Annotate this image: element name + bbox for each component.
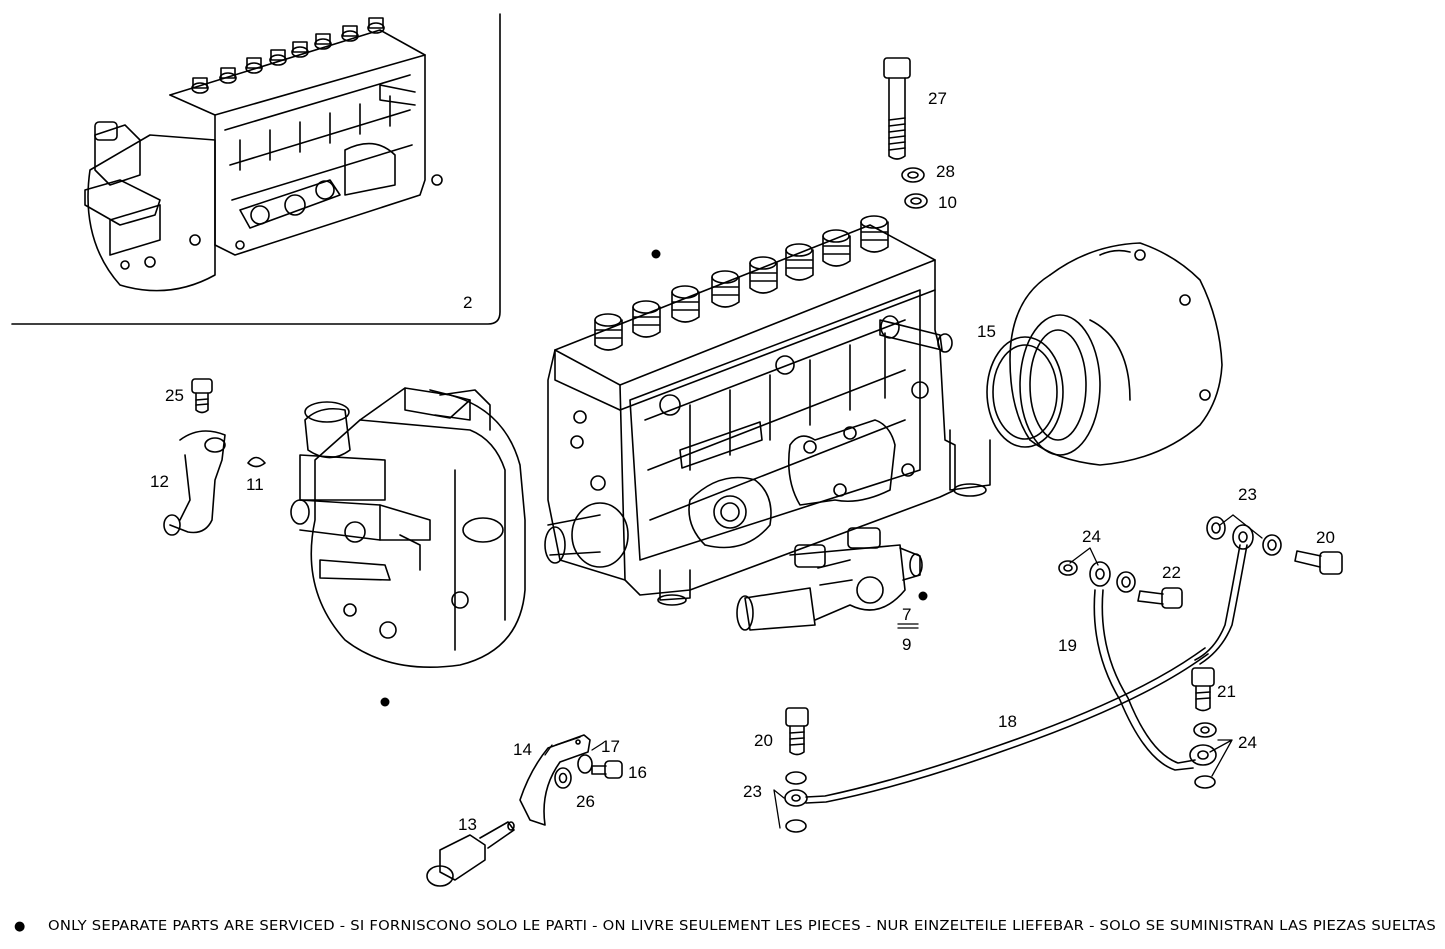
- callout-20-lower: 20: [754, 731, 773, 750]
- part-20-bolt-lower: [786, 708, 808, 755]
- callout-labels: 2 27 28 10 15 25 12 11 7 9 23 20 24 22 1…: [150, 89, 1335, 834]
- part-27-bolt: [884, 58, 910, 159]
- part-18-fuel-line: [806, 648, 1208, 803]
- callout-22: 22: [1162, 563, 1181, 582]
- callout-23-upper: 23: [1238, 485, 1257, 504]
- callout-18: 18: [998, 712, 1017, 731]
- callout-24-upper: 24: [1082, 527, 1101, 546]
- part-28-washer: [902, 168, 924, 182]
- part-15-seal-ring: [987, 337, 1063, 447]
- callout-10: 10: [938, 193, 957, 212]
- callout-20-upper: 20: [1316, 528, 1335, 547]
- delivery-valve-holders: [595, 216, 888, 350]
- part-13-sensor: [427, 822, 514, 886]
- callout-12: 12: [150, 472, 169, 491]
- part-23-fitting-lower: [785, 772, 807, 832]
- part-17-washer: [578, 755, 592, 773]
- callout-15: 15: [977, 322, 996, 341]
- callout-11: 11: [246, 475, 264, 494]
- callout-24-lower: 24: [1238, 733, 1257, 752]
- callout-13: 13: [458, 815, 477, 834]
- part-11-key: [248, 458, 265, 467]
- part-15-housing: [1010, 243, 1222, 465]
- callout-26: 26: [576, 792, 595, 811]
- part-16-screw: [592, 761, 622, 778]
- assembled-pump-illustration: [85, 18, 442, 291]
- part-7-9-valve-body: [737, 528, 922, 630]
- part-24-fitting-lower: [1190, 723, 1216, 788]
- part-24-fitting-upper: [1059, 561, 1135, 592]
- part-10-washer: [905, 194, 927, 208]
- callout-14: 14: [513, 740, 532, 759]
- part-26-washer: [555, 768, 571, 788]
- service-dot: [380, 697, 390, 707]
- callout-2: 2: [463, 293, 472, 312]
- inset-frame: [12, 14, 500, 324]
- service-dot: [918, 591, 928, 601]
- governor-housing: [291, 388, 525, 667]
- footnote: ● ONLY SEPARATE PARTS ARE SERVICED - SI …: [14, 919, 1436, 934]
- callout-23-lower: 23: [743, 782, 762, 801]
- service-dots: [380, 249, 928, 707]
- callout-17: 17: [601, 737, 620, 756]
- part-20-bolt-upper: [1295, 551, 1342, 574]
- part-21-bolt: [1192, 668, 1214, 711]
- callout-7: 7: [902, 605, 911, 624]
- part-14-bracket: [520, 735, 590, 825]
- callout-16: 16: [628, 763, 647, 782]
- callout-25: 25: [165, 386, 184, 405]
- callout-28: 28: [936, 162, 955, 181]
- leader-lines: [545, 515, 1262, 828]
- footnote-bullet: ●: [14, 919, 26, 934]
- service-dot: [651, 249, 661, 259]
- part-23-fitting-upper: [1207, 517, 1281, 555]
- part-12-lever: [164, 431, 225, 535]
- callout-19: 19: [1058, 636, 1077, 655]
- injection-pump-body: [545, 225, 990, 605]
- part-22-bolt: [1138, 588, 1182, 608]
- callout-9: 9: [902, 635, 911, 654]
- footnote-text: ONLY SEPARATE PARTS ARE SERVICED - SI FO…: [48, 919, 1436, 934]
- callout-27: 27: [928, 89, 947, 108]
- callout-21: 21: [1217, 682, 1236, 701]
- part-19-fuel-line: [1094, 545, 1247, 770]
- part-25-screw: [192, 379, 212, 413]
